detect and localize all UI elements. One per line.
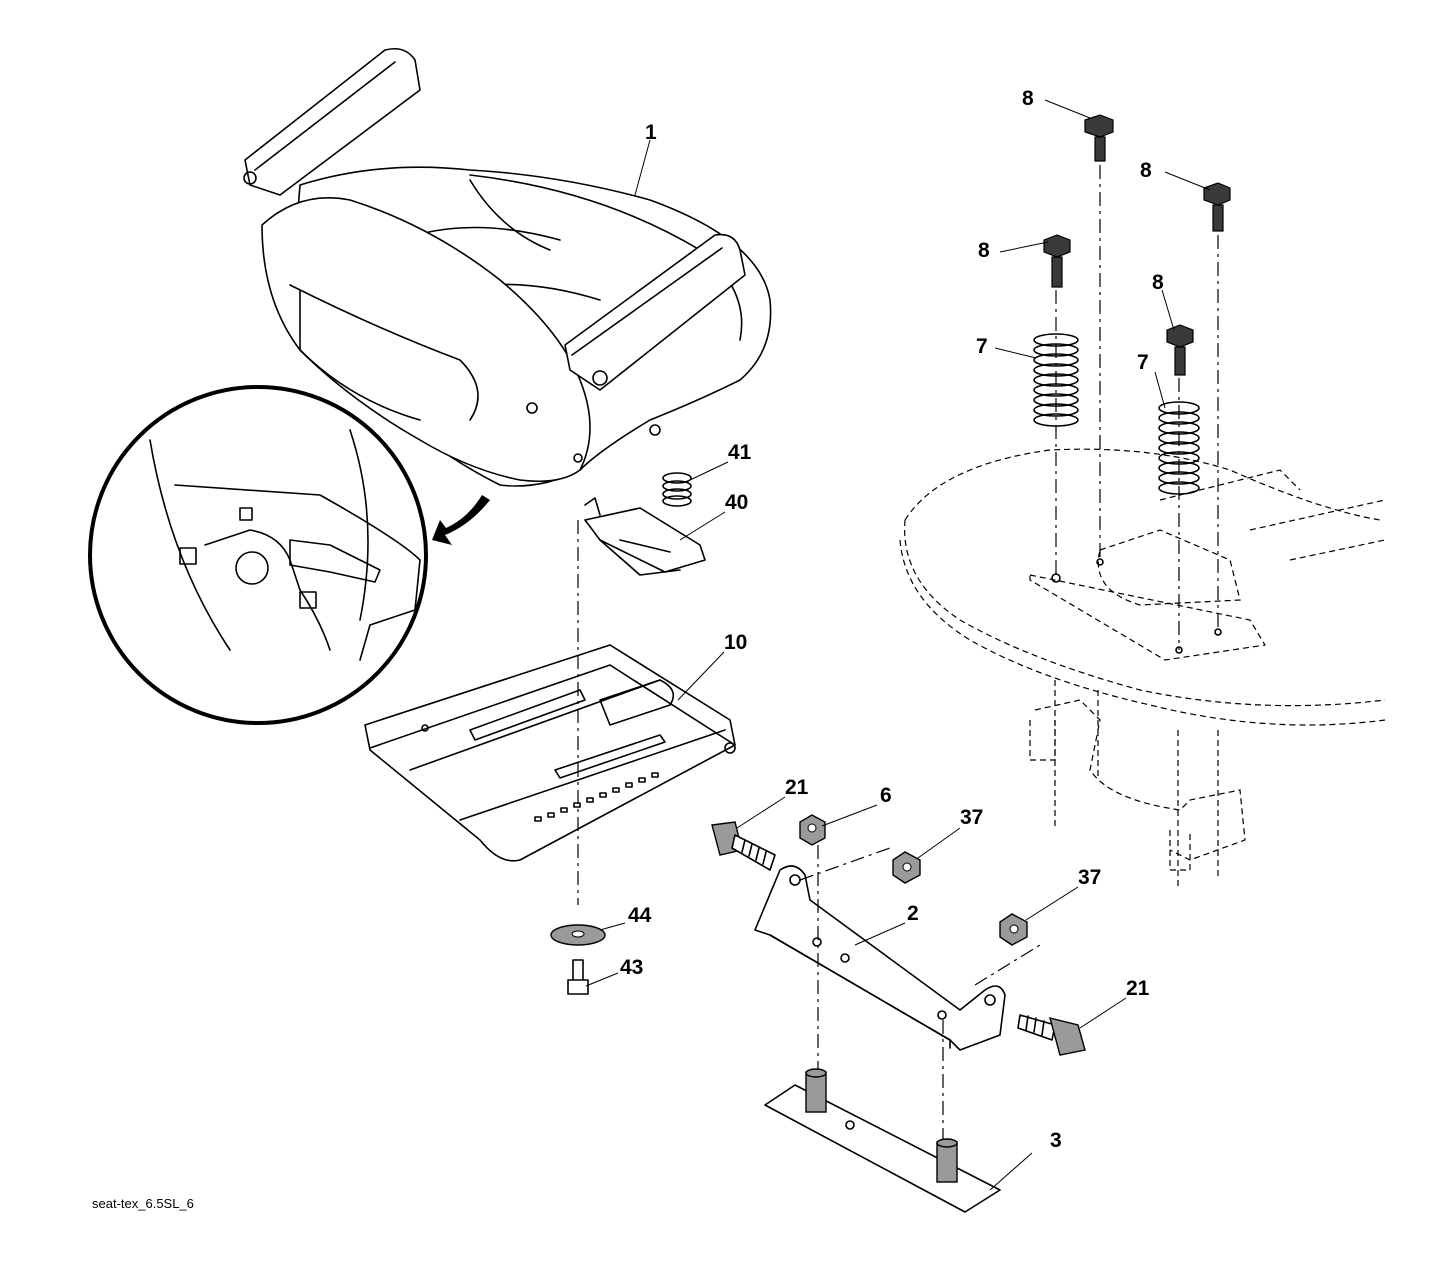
callout-seat-pan: 10 — [724, 631, 748, 654]
callout-screw: 43 — [620, 956, 644, 979]
callout-hinge-bolt-right: 21 — [1126, 977, 1150, 1000]
clip — [584, 497, 706, 576]
callout-seat: 1 — [645, 121, 657, 144]
base-plate — [764, 1068, 1001, 1213]
callout-bolt: 8 — [1022, 87, 1034, 110]
lower-nut — [999, 913, 1028, 946]
screw — [567, 959, 589, 995]
seat — [243, 47, 772, 487]
callout-small-spring: 41 — [728, 441, 752, 464]
bolt-left — [1043, 234, 1071, 288]
pan-slots — [534, 772, 659, 822]
bolt-top-right — [1203, 182, 1231, 232]
callout-hinge-bolt-left: 21 — [785, 776, 809, 799]
callout-washer: 44 — [628, 904, 652, 927]
callout-base-plate: 3 — [1050, 1129, 1062, 1152]
callout-bolt: 8 — [1140, 159, 1152, 182]
detail-view — [88, 385, 490, 725]
callout-upper-nut: 37 — [960, 806, 984, 829]
hinge-bolt-right — [1017, 1014, 1086, 1056]
callout-lower-nut: 37 — [1078, 866, 1102, 889]
callout-hinge-bracket: 2 — [907, 902, 919, 925]
top-nut — [799, 814, 826, 846]
frame-phantom — [899, 448, 1386, 890]
bolt-top-center — [1084, 114, 1114, 162]
bolt-right — [1166, 324, 1194, 376]
callout-top-nut: 6 — [880, 784, 892, 807]
callout-bolt: 8 — [1152, 271, 1164, 294]
upper-nut — [892, 851, 921, 884]
hinge-bolt-left — [711, 821, 776, 871]
callout-clip: 40 — [725, 491, 749, 514]
leader-lines — [585, 99, 1211, 1191]
callout-spring: 7 — [1137, 351, 1149, 374]
callout-spring: 7 — [976, 335, 988, 358]
callout-bolt: 8 — [978, 239, 990, 262]
hinge-bracket — [754, 865, 1006, 1051]
diagram-caption: seat-tex_6.5SL_6 — [92, 1196, 194, 1211]
seat-pan — [364, 644, 736, 862]
small-spring — [662, 472, 692, 507]
washer — [550, 924, 606, 946]
